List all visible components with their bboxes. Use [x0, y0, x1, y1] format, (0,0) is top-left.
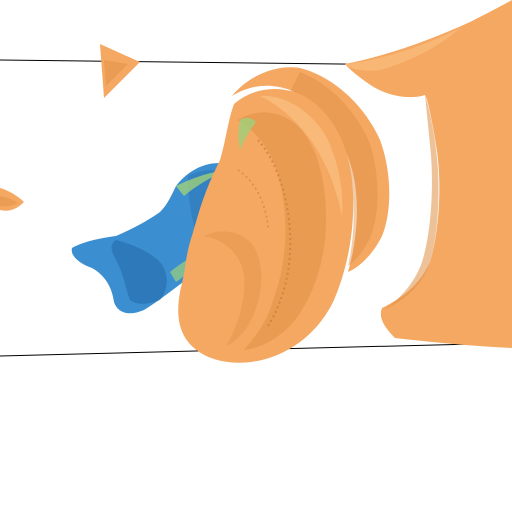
orange-isosurface-center: [178, 67, 390, 363]
orange-isosurface-right: [345, 0, 512, 348]
orange-fragment-top: [100, 44, 140, 98]
orange-fragment-left: [0, 188, 24, 211]
